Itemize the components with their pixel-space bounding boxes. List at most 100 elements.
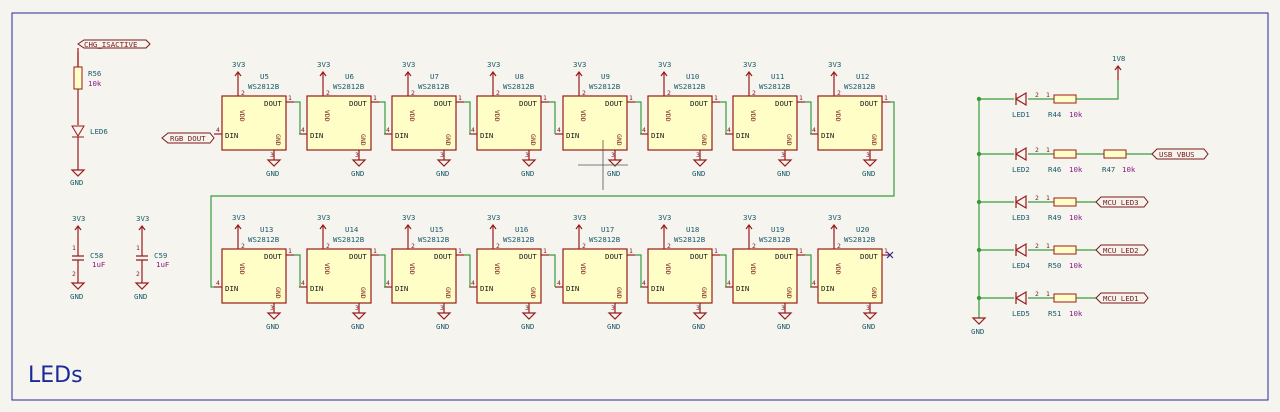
- gnd-pin-name: GND: [615, 287, 623, 299]
- ws2812b-value: WS2812B: [248, 235, 280, 244]
- power-label: 3V3: [828, 60, 841, 69]
- dout-pin-name: DOUT: [775, 99, 793, 108]
- gnd-pin-name: GND: [359, 134, 367, 146]
- led-ref: LED3: [1012, 213, 1030, 222]
- gnd-pin-number: 3: [781, 151, 785, 159]
- gnd-pin-name: GND: [444, 134, 452, 146]
- power-arrow: [745, 224, 753, 239]
- dout-pin-number: 1: [373, 94, 377, 102]
- chg-isactive-label-shape: [77, 39, 151, 49]
- din-pin-name: DIN: [225, 131, 238, 140]
- din-pin-name: DIN: [651, 131, 664, 140]
- led-symbol: [1014, 242, 1027, 258]
- din-pin-name: DIN: [566, 284, 579, 293]
- din-pin-number: 4: [812, 279, 816, 287]
- gnd-pin-number: 3: [270, 151, 274, 159]
- res-ref: R49: [1048, 213, 1061, 222]
- gnd-label: GND: [70, 292, 83, 301]
- power-label: 3V3: [828, 213, 841, 222]
- power-arrow: [319, 224, 327, 239]
- cap-pin-number: 1: [72, 244, 76, 252]
- led-symbol: [1014, 146, 1027, 162]
- led-pin-number: 2: [1035, 146, 1039, 154]
- ws2812b-ref: U19: [771, 225, 784, 234]
- gnd-pin-name: GND: [615, 134, 623, 146]
- gnd-label: GND: [266, 322, 279, 331]
- chain-wire: [294, 101, 301, 135]
- ws2812b-body: [221, 248, 287, 304]
- gnd-pin-name: GND: [785, 287, 793, 299]
- vdd-pin-number: 2: [411, 242, 415, 250]
- power-label: 3V3: [658, 60, 671, 69]
- cursor-crosshair: [578, 140, 628, 190]
- res-value: 10k: [1069, 213, 1083, 222]
- gnd-symbol: [862, 312, 878, 320]
- res-ref: R44: [1048, 110, 1062, 119]
- dout-pin-number: 1: [629, 94, 633, 102]
- din-pin-name: DIN: [225, 284, 238, 293]
- vdd-pin-number: 2: [667, 242, 671, 250]
- gnd-symbol: [266, 312, 282, 320]
- gnd-symbol: [436, 312, 452, 320]
- dout-pin-name: DOUT: [860, 99, 878, 108]
- led-symbol: [1014, 194, 1027, 210]
- chain-wire: [294, 254, 301, 288]
- resistor-body: [1053, 245, 1077, 255]
- din-pin-number: 4: [216, 126, 220, 134]
- res-ref: R51: [1048, 309, 1061, 318]
- ws2812b-body: [306, 95, 372, 151]
- power-arrow: [404, 71, 412, 86]
- din-pin-number: 4: [216, 279, 220, 287]
- gnd-label: GND: [777, 169, 790, 178]
- power-label: 3V3: [402, 213, 415, 222]
- din-pin-number: 4: [557, 279, 561, 287]
- vdd-pin-number: 2: [326, 242, 330, 250]
- led-ref: LED1: [1012, 110, 1030, 119]
- ws2812b-value: WS2812B: [503, 235, 535, 244]
- gnd-pin-number: 3: [696, 304, 700, 312]
- led6-symbol: [71, 125, 85, 137]
- gnd-symbol: [436, 159, 452, 167]
- ws2812b-value: WS2812B: [759, 235, 791, 244]
- gnd-symbol: [692, 312, 708, 320]
- din-pin-number: 4: [727, 126, 731, 134]
- gnd-symbol: [134, 282, 150, 290]
- dout-pin-number: 1: [884, 94, 888, 102]
- gnd-symbol: [971, 317, 987, 325]
- dout-pin-name: DOUT: [434, 99, 452, 108]
- dout-pin-name: DOUT: [860, 252, 878, 261]
- vdd-pin-name: VDD: [493, 263, 501, 275]
- led-ref: LED4: [1012, 261, 1030, 270]
- power-arrow: [234, 224, 242, 239]
- din-pin-name: DIN: [736, 284, 749, 293]
- gnd-pin-name: GND: [529, 287, 537, 299]
- ws2812b-ref: U15: [430, 225, 443, 234]
- chain-wire: [464, 254, 471, 288]
- ws2812b-ref: U20: [856, 225, 869, 234]
- rgb-dout-label: RGB_DOUT: [170, 134, 206, 143]
- din-pin-name: DIN: [821, 131, 834, 140]
- power-arrow: [319, 71, 327, 86]
- ws2812b-value: WS2812B: [589, 82, 621, 91]
- r47-body: [1103, 149, 1127, 159]
- ws2812b-body: [817, 95, 883, 151]
- ws2812b-ref: U17: [601, 225, 614, 234]
- gnd-label: GND: [607, 169, 620, 178]
- gnd-pin-name: GND: [274, 134, 282, 146]
- gnd-pin-number: 3: [611, 151, 615, 159]
- gnd-label: GND: [266, 169, 279, 178]
- gnd-label: GND: [134, 292, 147, 301]
- dout-pin-name: DOUT: [519, 252, 537, 261]
- gnd-label: GND: [351, 169, 364, 178]
- vdd-pin-number: 2: [496, 242, 500, 250]
- resistor-body: [1053, 149, 1077, 159]
- rgb-dout-label-shape: [161, 132, 215, 144]
- cap-symbol: [136, 240, 148, 283]
